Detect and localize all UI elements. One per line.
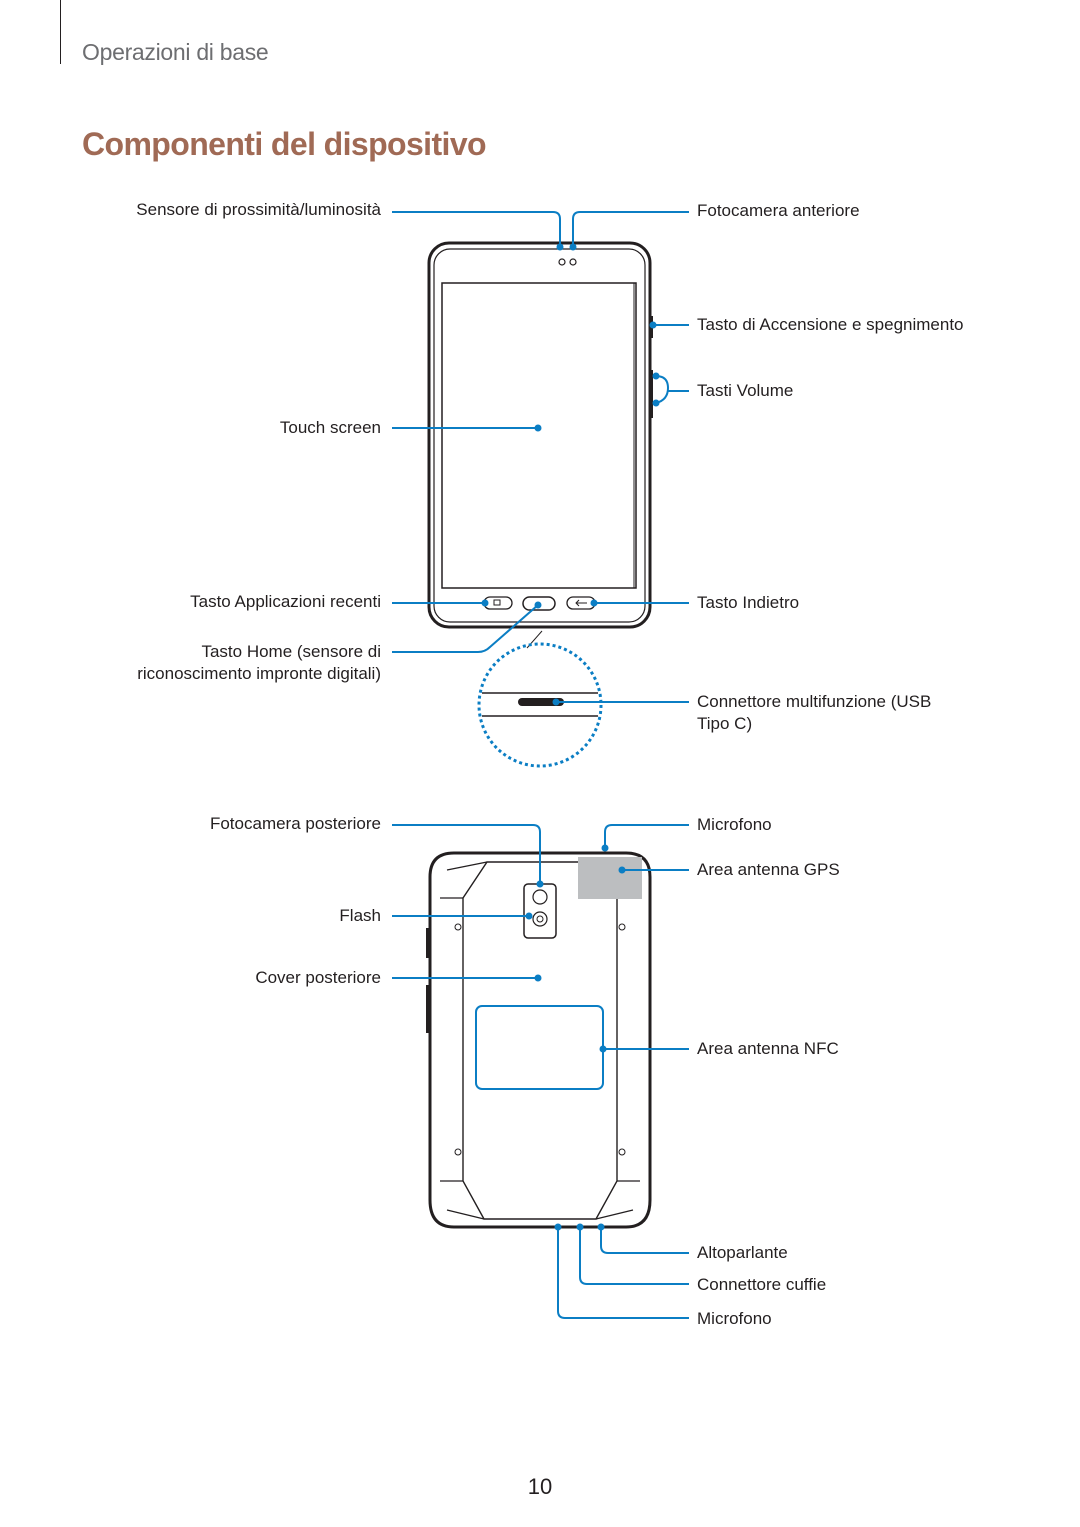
back-device-illustration bbox=[426, 851, 652, 1229]
label-rear-camera: Fotocamera posteriore bbox=[209, 814, 381, 833]
label-back-cover: Cover posteriore bbox=[255, 968, 381, 987]
label-volume-keys: Tasti Volume bbox=[697, 381, 794, 400]
page-number: 10 bbox=[527, 1474, 553, 1499]
flash-icon bbox=[532, 911, 548, 927]
label-power-key: Tasto di Accensione e spegnimento bbox=[697, 315, 964, 334]
label-earphone-jack: Connettore cuffie bbox=[697, 1275, 827, 1294]
gps-antenna-area bbox=[578, 857, 642, 899]
front-camera-icon bbox=[569, 258, 577, 266]
volume-keys bbox=[649, 370, 653, 418]
section-title: Operazioni di base bbox=[82, 39, 269, 65]
label-gps-antenna: Area antenna GPS bbox=[697, 860, 840, 879]
label-multipurpose-jack-line1: Connettore multifunzione (USB bbox=[697, 692, 932, 711]
label-microphone-top: Microfono bbox=[697, 815, 772, 834]
connector-zoom-illustration bbox=[477, 630, 603, 768]
side-rule bbox=[60, 0, 61, 64]
home-key bbox=[522, 596, 556, 611]
label-flash: Flash bbox=[339, 906, 381, 925]
label-speaker: Altoparlante bbox=[697, 1243, 788, 1262]
rear-camera-module bbox=[523, 883, 557, 939]
label-home-key-line1: Tasto Home (sensore di bbox=[201, 642, 381, 661]
label-front-camera: Fotocamera anteriore bbox=[697, 201, 860, 220]
page-heading: Componenti del dispositivo bbox=[82, 126, 487, 162]
usb-c-port-icon bbox=[518, 698, 564, 706]
front-device-illustration bbox=[427, 241, 653, 629]
rear-camera-icon bbox=[532, 889, 548, 905]
proximity-sensor-icon bbox=[558, 258, 566, 266]
label-proximity-sensor: Sensore di prossimità/luminosità bbox=[136, 200, 381, 219]
label-recent-apps-key: Tasto Applicazioni recenti bbox=[190, 592, 381, 611]
label-back-key: Tasto Indietro bbox=[697, 593, 800, 612]
nfc-antenna-area bbox=[475, 1005, 604, 1090]
leader-lines bbox=[392, 211, 689, 1319]
label-multipurpose-jack-line2: Tipo C) bbox=[697, 714, 753, 733]
label-nfc-antenna: Area antenna NFC bbox=[697, 1039, 839, 1058]
label-touch-screen: Touch screen bbox=[279, 418, 381, 437]
label-microphone-bottom: Microfono bbox=[697, 1309, 772, 1328]
label-home-key-line2: riconoscimento impronte digitali) bbox=[137, 664, 381, 683]
